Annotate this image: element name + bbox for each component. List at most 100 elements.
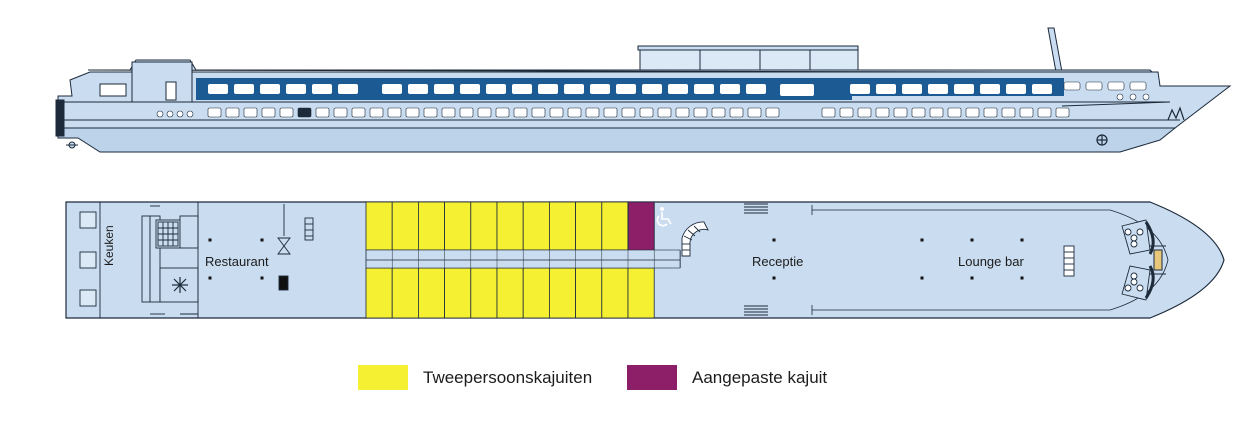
legend-item-adapted-cabin: Aangepaste kajuit (627, 365, 827, 390)
cabin-double (549, 201, 577, 251)
bow-machinery (1144, 221, 1166, 299)
lower-window (621, 107, 636, 118)
stern-window (99, 83, 127, 97)
cabin-window (1129, 81, 1147, 91)
lower-window (333, 107, 348, 118)
cabin-double (522, 201, 550, 251)
lower-window-row (207, 107, 1070, 118)
cabin-double (417, 267, 445, 319)
cabin-double (575, 201, 603, 251)
cabin-double (365, 201, 393, 251)
cabin-window (694, 84, 714, 94)
lower-window (477, 107, 492, 118)
lower-window (441, 107, 456, 118)
kitchen-unit (79, 211, 97, 229)
bow-staircases (1121, 219, 1151, 301)
kitchen-area (79, 202, 199, 318)
cabin-window (928, 84, 948, 94)
pillar (208, 276, 212, 280)
pillar (970, 276, 974, 280)
cabin-window (564, 84, 584, 94)
cabin-window (616, 84, 636, 94)
lower-window (893, 107, 908, 118)
cabin-adapted (627, 201, 655, 255)
cabin-double (575, 267, 603, 319)
porthole (176, 110, 184, 118)
pillar-row (208, 238, 1024, 280)
lower-window (911, 107, 926, 118)
cabin-window (720, 84, 740, 94)
stern-block (55, 99, 65, 137)
lower-window (243, 107, 258, 118)
cabin-window (208, 84, 228, 94)
lower-window (495, 107, 510, 118)
sun-deck-frame (639, 49, 859, 73)
lower-window (693, 107, 708, 118)
lower-window (947, 107, 962, 118)
cabin-double (444, 201, 472, 251)
pillar (1020, 276, 1024, 280)
lower-window (423, 107, 438, 118)
gangway-starboard (744, 305, 768, 316)
cabin-window (668, 84, 688, 94)
window-stripe-fore (840, 78, 1064, 96)
lower-window (657, 107, 672, 118)
lower-window (747, 107, 762, 118)
lower-window (351, 107, 366, 118)
snowflake-icon (172, 277, 188, 293)
legend-label-double-cabin: Tweepersoonskajuiten (423, 367, 593, 387)
pillar (1020, 238, 1024, 242)
lower-window (983, 107, 998, 118)
legend-label-adapted-cabin: Aangepaste kajuit (692, 367, 828, 387)
cabin-window (260, 84, 280, 94)
kitchen-unit (79, 289, 97, 307)
legend-item-double-cabin: Tweepersoonskajuiten (358, 365, 592, 390)
gangway-port (744, 203, 768, 214)
porthole (1142, 93, 1150, 101)
wheelhouse (131, 61, 193, 103)
hull-lower (57, 127, 1177, 153)
lower-window (729, 107, 744, 118)
pillar (772, 276, 776, 280)
kitchen-unit (79, 251, 97, 269)
cabin-window (590, 84, 610, 94)
lower-window (405, 107, 420, 118)
lower-window (839, 107, 854, 118)
sun-awning-top (637, 45, 859, 51)
cabin-double (391, 267, 419, 319)
lower-window (585, 107, 600, 118)
cabin-double (549, 267, 577, 319)
cabin-window (512, 84, 532, 94)
lower-window (261, 107, 276, 118)
lower-window (875, 107, 890, 118)
cabin-window (1063, 81, 1081, 91)
pillar (772, 238, 776, 242)
cabin-block (365, 201, 681, 319)
cabin-double (496, 267, 524, 319)
lower-window (1037, 107, 1052, 118)
cabin-window (486, 84, 506, 94)
bar-counter (1063, 245, 1075, 277)
wheelchair-icon (656, 207, 672, 227)
cabin-window (286, 84, 306, 94)
lower-window (369, 107, 384, 118)
pillar (260, 276, 264, 280)
legend-swatch-adapted-cabin (627, 365, 677, 390)
restaurant-service-block (278, 275, 289, 291)
pillar (920, 238, 924, 242)
lower-window (821, 107, 836, 118)
restaurant-label: Restaurant (205, 254, 269, 269)
lower-window (1019, 107, 1034, 118)
cabin-window (642, 84, 662, 94)
cabin-double (601, 201, 629, 251)
lower-window (603, 107, 618, 118)
lower-window (297, 107, 312, 118)
legend-swatch-double-cabin (358, 365, 408, 390)
cabin-window (954, 84, 974, 94)
lower-window (549, 107, 564, 118)
cabin-double (601, 267, 629, 319)
cabin-window (876, 84, 896, 94)
cabin-double (417, 201, 445, 251)
cabin-window (408, 84, 428, 94)
